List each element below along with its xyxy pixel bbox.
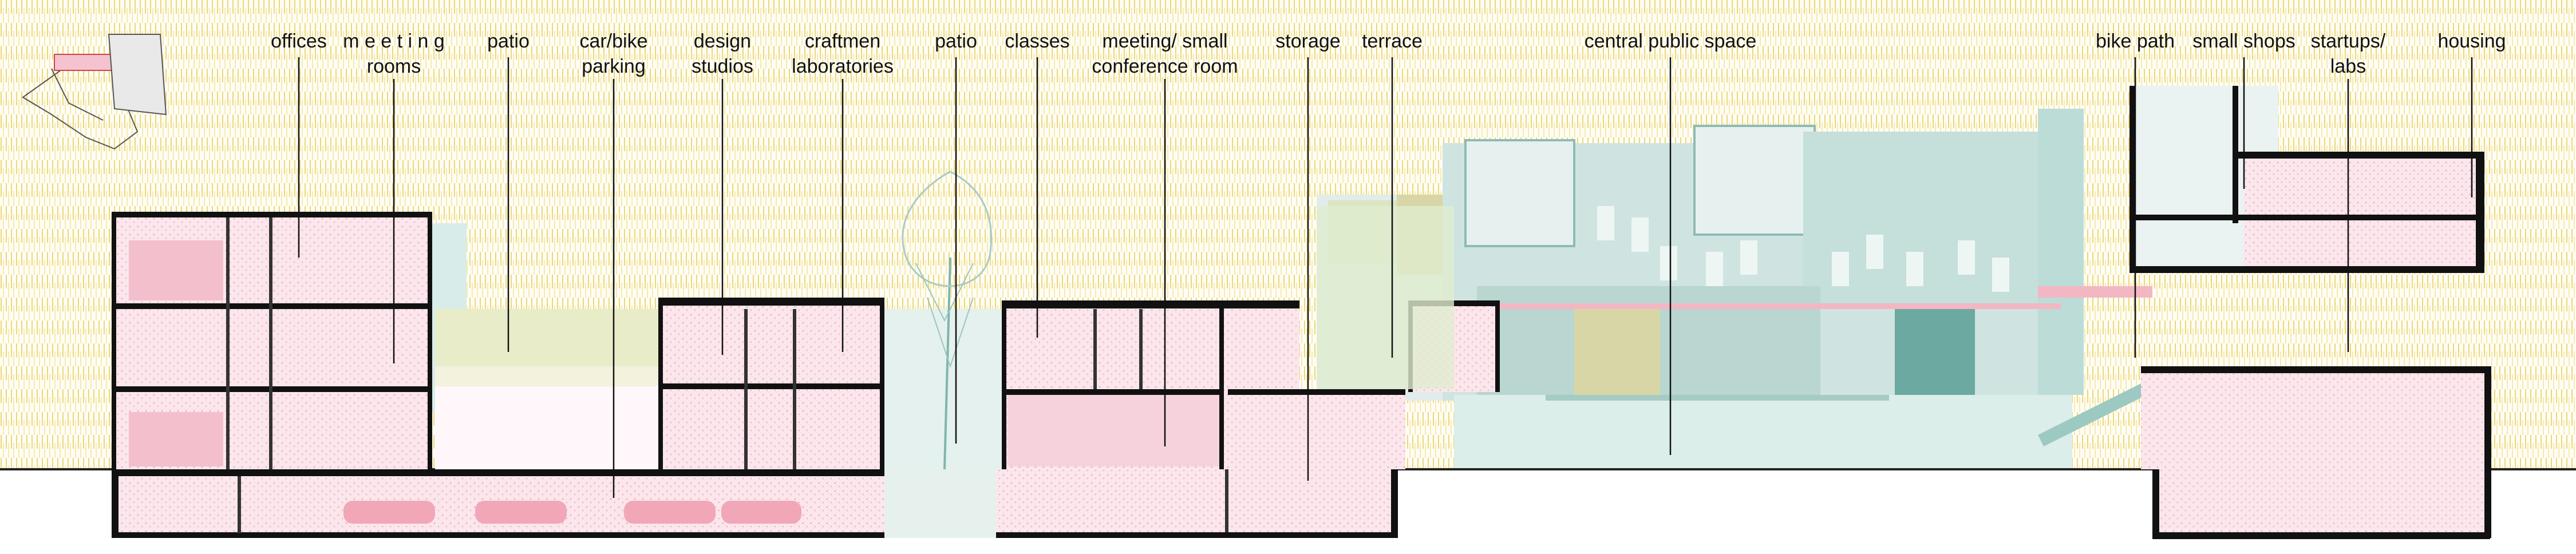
label-meeting-small-conference: meeting/ small conference room	[1092, 30, 1238, 77]
label-small-shops: small shops	[2192, 30, 2296, 52]
label-meeting-rooms: m e e t i n g rooms	[343, 30, 445, 77]
label-craftmen-laboratories: craftmen laboratories	[792, 30, 894, 77]
classes-building	[1002, 300, 1500, 469]
housing-building	[2129, 86, 2491, 539]
label-startups-labs: startups/ labs	[2310, 30, 2386, 77]
label-central-public-space: central public space	[1584, 30, 1757, 52]
label-bike-path: bike path	[2096, 30, 2175, 52]
terrace-volume	[1317, 206, 1454, 389]
label-car-bike-parking: car/bike parking	[579, 30, 648, 77]
underground-level	[112, 469, 1398, 538]
label-patio-left: patio	[487, 30, 530, 52]
label-housing: housing	[2437, 30, 2506, 52]
label-classes: classes	[1005, 30, 1070, 52]
label-terrace: terrace	[1362, 30, 1423, 52]
central-patio	[884, 171, 1002, 470]
leader-lines	[298, 57, 2473, 498]
label-offices: offices	[271, 30, 327, 52]
site-plan-icon	[22, 34, 167, 150]
label-design-studios: design studios	[692, 30, 753, 77]
label-storage: storage	[1275, 30, 1341, 52]
office-building	[112, 212, 467, 469]
label-patio-center: patio	[935, 30, 977, 52]
left-patio	[435, 309, 658, 469]
background-buildings	[1317, 109, 2158, 469]
studio-building	[658, 298, 884, 469]
